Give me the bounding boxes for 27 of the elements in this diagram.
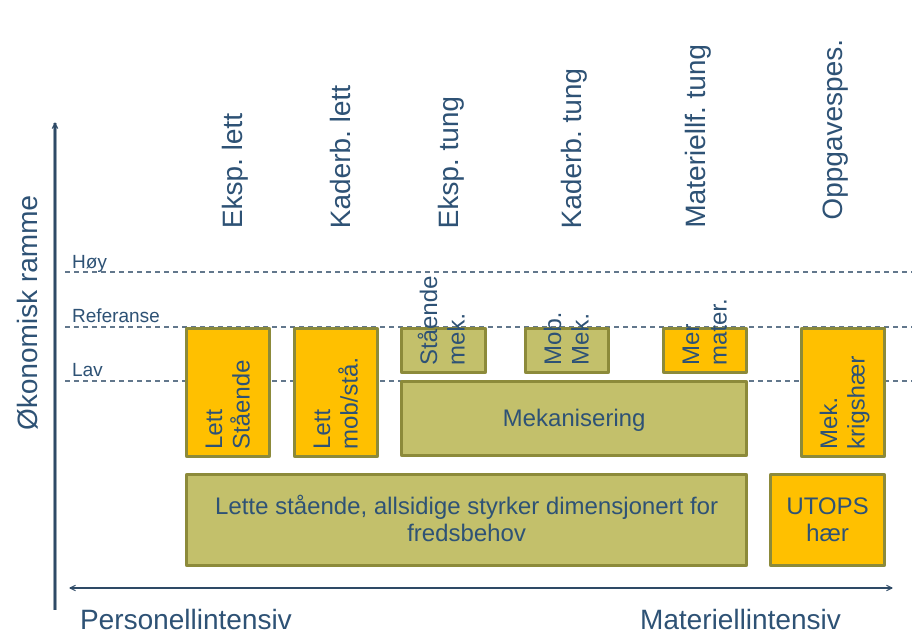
- level-label: Lav: [72, 360, 103, 382]
- column-header: Materiellf. tung: [680, 44, 710, 228]
- axis-title: Materiellintensiv: [640, 604, 841, 636]
- box-label: Stående mek.: [416, 274, 472, 365]
- bar-box: [800, 327, 886, 458]
- level-label: Referanse: [72, 306, 160, 328]
- box-label: Mekanisering: [502, 404, 646, 432]
- box-label: Mer mater.: [678, 297, 733, 365]
- bar-box: [769, 473, 886, 567]
- box-label: Lette stående, allsidige styrker dimensjonert for fredsbehov: [214, 492, 719, 548]
- bar-box: [185, 473, 748, 567]
- bar-box: [185, 327, 271, 458]
- level-label: Høy: [72, 252, 107, 274]
- axis-title: Økonomisk ramme: [12, 195, 42, 430]
- column-header: Eksp. tung: [434, 96, 463, 228]
- bar-box: [293, 327, 379, 458]
- box-label: UTOPS hær: [785, 492, 870, 548]
- box-label: Mek. krigshær: [816, 354, 871, 449]
- column-header: Kaderb. lett: [326, 85, 355, 228]
- box-label: Mob. Mek.: [540, 310, 595, 365]
- column-header: Kaderb. tung: [556, 68, 586, 228]
- column-header: Eksp. lett: [218, 113, 247, 228]
- axis-title: Personellintensiv: [80, 604, 292, 636]
- column-header: Oppgavespes.: [818, 39, 847, 220]
- bar-box: [400, 380, 748, 457]
- box-label: Lett mob/stå.: [308, 356, 364, 449]
- box-label: Lett Stående: [200, 358, 256, 449]
